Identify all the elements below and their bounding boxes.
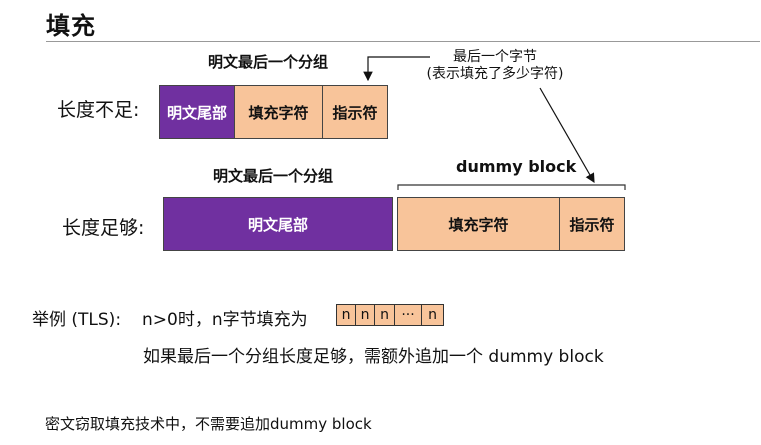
- callout-arrow-enough: [539, 87, 595, 184]
- padding-cell: n: [355, 304, 375, 326]
- footer-note: 密文窃取填充技术中，不需要追加dummy block: [45, 415, 372, 433]
- case-enough-label: 长度足够:: [62, 217, 145, 239]
- enough-indicator-label: 指示符: [569, 215, 615, 234]
- short-pad-label: 填充字符: [248, 103, 309, 122]
- example-line2: 如果最后一个分组长度足够，需额外追加一个 dummy block: [143, 347, 604, 367]
- short-indicator-block: 指示符: [322, 85, 388, 139]
- short-pad-block: 填充字符: [234, 85, 323, 139]
- padding-cell: n: [421, 304, 444, 326]
- title-divider: [46, 41, 760, 42]
- short-indicator-label: 指示符: [332, 103, 378, 122]
- padding-cell-ellipsis: ···: [394, 304, 422, 326]
- short-plain-label: 明文尾部: [166, 103, 227, 122]
- dummy-block-label: dummy block: [456, 157, 577, 176]
- page-title: 填充: [46, 12, 96, 40]
- enough-pad-block: 填充字符: [397, 197, 560, 251]
- padding-cell: n: [374, 304, 395, 326]
- padding-cell: n: [336, 304, 356, 326]
- case-short-label: 长度不足:: [57, 99, 140, 121]
- callout-line2: (表示填充了多少字符): [426, 66, 564, 82]
- case-enough-header: 明文最后一个分组: [213, 167, 334, 185]
- enough-plain-label: 明文尾部: [247, 215, 308, 234]
- enough-indicator-block: 指示符: [559, 197, 625, 251]
- callout-line1: 最后一个字节: [453, 49, 537, 65]
- example-text: n>0时，n字节填充为: [142, 310, 308, 330]
- padding-cells: n n n ··· n: [336, 304, 444, 326]
- enough-plain-block: 明文尾部: [163, 197, 393, 251]
- enough-pad-label: 填充字符: [448, 215, 509, 234]
- callout-note: 最后一个字节 (表示填充了多少字符): [400, 49, 590, 83]
- case-short-header: 明文最后一个分组: [208, 53, 329, 71]
- dummy-block-bracket: [397, 184, 626, 190]
- example-prefix: 举例 (TLS):: [32, 310, 122, 330]
- callout-arrow-short: [363, 56, 430, 82]
